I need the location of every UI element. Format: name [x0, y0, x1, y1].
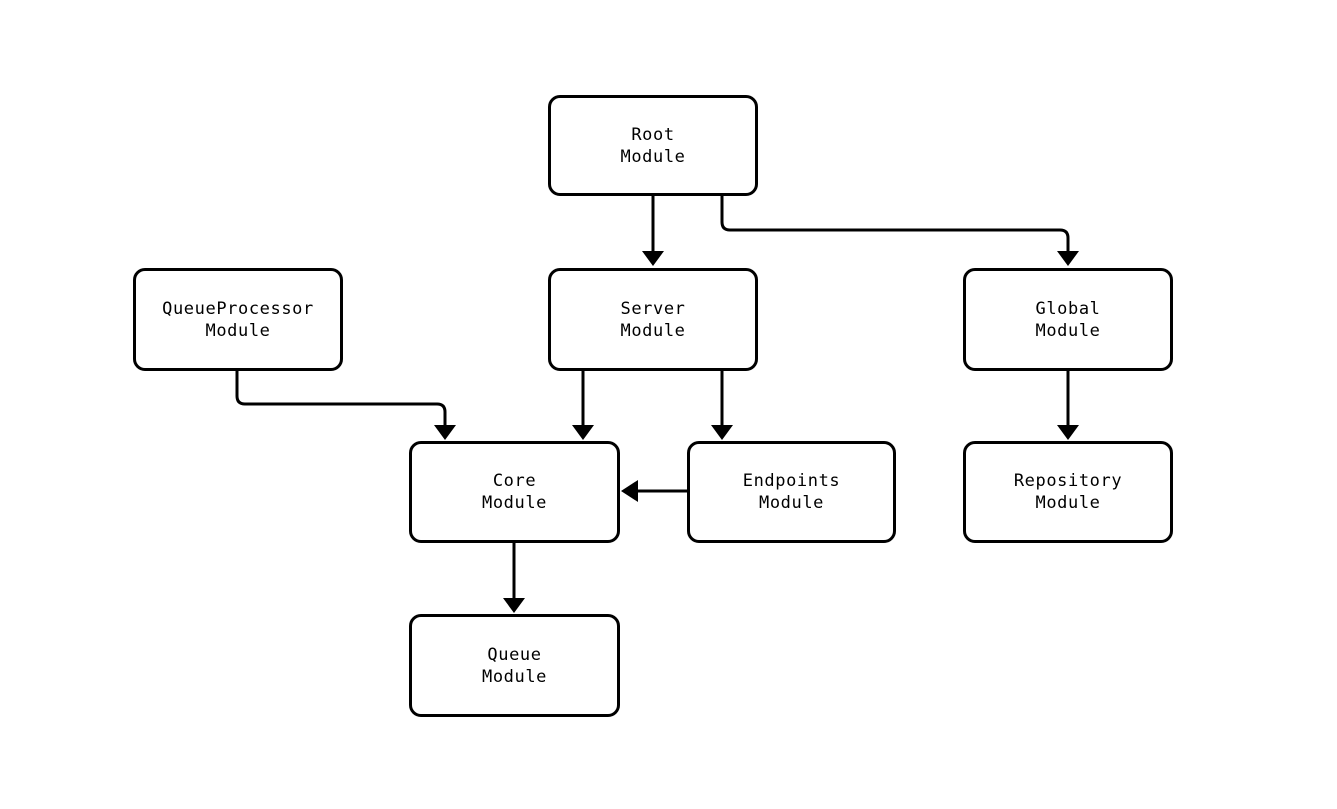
node-label-primary: Repository: [1013, 471, 1123, 491]
node-label-secondary: Module: [620, 320, 686, 341]
arrowhead-root-server: [642, 251, 664, 266]
node-label-primary: Server: [620, 298, 686, 319]
node-label-primary: Root: [631, 124, 675, 145]
arrowhead-root-global: [1057, 251, 1079, 266]
node-label-primary: Endpoints: [742, 471, 841, 491]
node-label-primary: Queue: [487, 644, 542, 665]
edge-root-global: [720, 196, 1070, 252]
node-label-primary: QueueProcessor: [162, 298, 314, 319]
arrowhead-queueprocessor-core: [434, 425, 456, 440]
arrowhead-server-core: [572, 425, 594, 440]
arrowhead-server-endpoints: [711, 425, 733, 440]
node-label-secondary: Module: [205, 320, 271, 341]
arrowhead-global-repository: [1057, 425, 1079, 440]
arrowhead-endpoints-core: [621, 480, 638, 502]
node-label-secondary: Module: [481, 493, 547, 513]
node-label-secondary: Module: [481, 666, 547, 687]
node-label-primary: Global: [1035, 298, 1101, 319]
node-label-secondary: Module: [1035, 320, 1101, 341]
node-label-secondary: Module: [620, 146, 686, 167]
node-label-primary: Core: [492, 471, 537, 491]
node-label-secondary: Module: [1035, 493, 1101, 513]
node-label-secondary: Module: [758, 493, 824, 513]
arrowhead-core-queue: [503, 598, 525, 613]
edge-queueprocessor-core: [235, 371, 447, 426]
